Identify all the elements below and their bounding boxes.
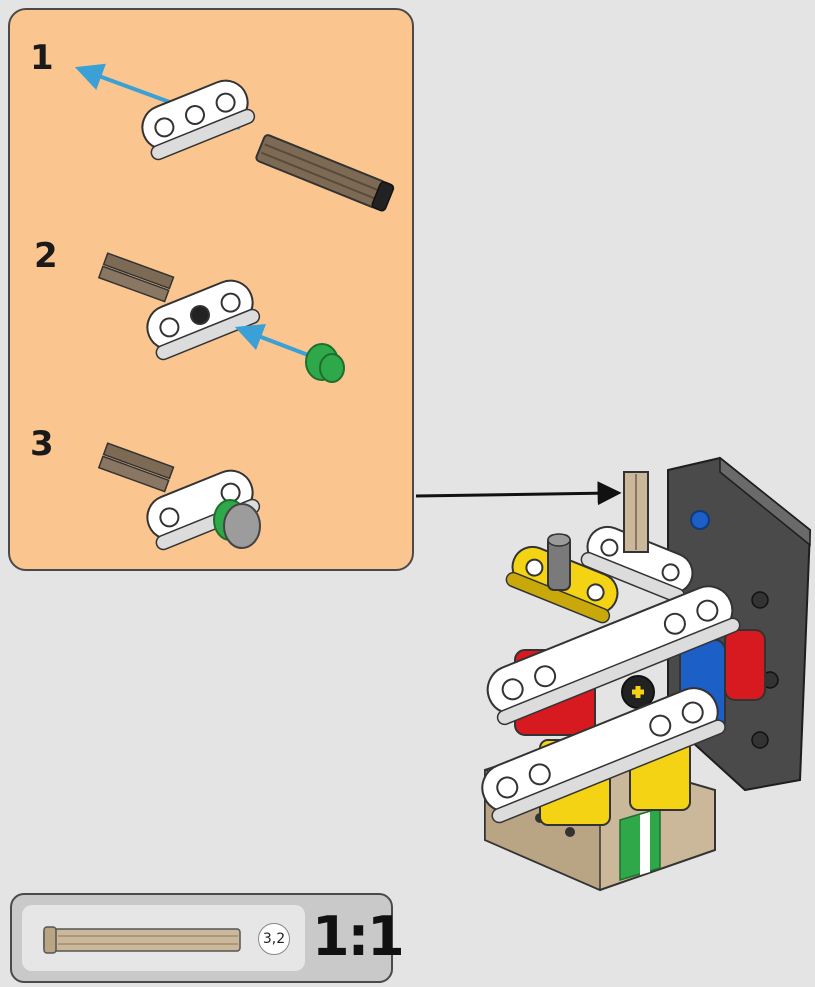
tan-axle-part-icon (43, 926, 241, 954)
callout-arrow (415, 481, 622, 506)
step-number-1: 1 (30, 38, 54, 78)
step-number-2: 2 (34, 236, 58, 276)
parts-list-box: 3,2 1:1 (10, 893, 405, 983)
axle-length-label: 3,2 (258, 923, 290, 955)
white-middle-beam-lower (481, 687, 726, 824)
parts-list-inner: 3,2 (22, 905, 305, 971)
step-1-illustration (74, 63, 395, 212)
white-middle-beam-upper (486, 585, 741, 726)
step-3-illustration (97, 442, 261, 551)
scale-label: 1:1 (312, 905, 405, 968)
step-2-illustration (97, 252, 345, 383)
step-number-3: 3 (30, 424, 54, 464)
sub-assembly-callout: 1 2 3 (8, 8, 414, 571)
sub-assembly-illustrations (74, 63, 395, 551)
